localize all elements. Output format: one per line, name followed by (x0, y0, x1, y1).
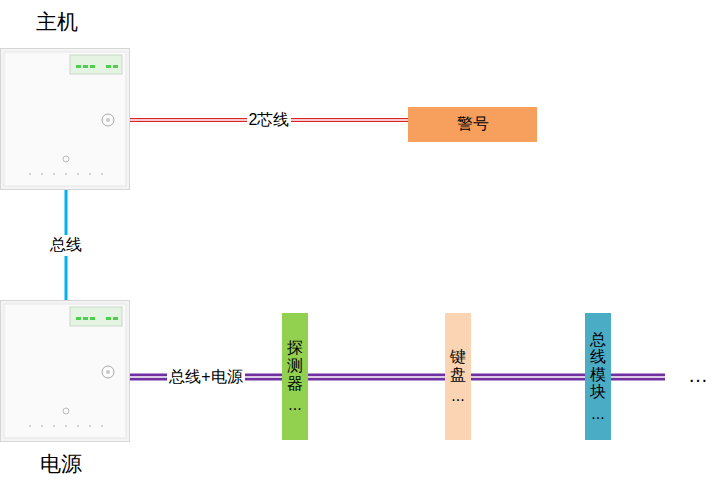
device-body (1, 49, 130, 190)
continuation-mark: … (688, 364, 710, 387)
led (83, 65, 88, 68)
bus-power-cable (308, 377, 445, 378)
device-illustration (0, 48, 130, 190)
vertical-label: 键盘 (450, 348, 466, 383)
led (90, 65, 95, 68)
led-panel (70, 307, 122, 326)
logo-mark (63, 156, 69, 162)
key-hole (106, 370, 110, 374)
device-label: 主机 (36, 8, 78, 36)
logo-dot (101, 173, 103, 175)
logo-dot (41, 173, 43, 175)
power-device: 电源 (0, 300, 130, 442)
led (106, 65, 111, 68)
bus-wire-core (611, 376, 665, 378)
logo-dot (65, 425, 67, 427)
led (76, 317, 81, 320)
bus-wire (611, 374, 665, 381)
led (106, 317, 111, 320)
key-lock (102, 366, 114, 378)
vertical-label: 总线模块 (590, 331, 606, 401)
logo-dot (53, 173, 55, 175)
bus-power-cable (471, 377, 585, 378)
detector-box: 探测器... (282, 313, 308, 440)
led (90, 317, 95, 320)
logo-dot (41, 425, 43, 427)
vertical-label: ... (287, 396, 303, 414)
led-panel (70, 55, 122, 74)
led (76, 65, 81, 68)
bus-module-box: 总线模块... (585, 313, 611, 440)
device-face (4, 304, 126, 438)
cable-core (308, 376, 445, 378)
logo-dot (77, 173, 79, 175)
cable-line (471, 374, 585, 381)
vertical-label: 探测器 (287, 339, 303, 392)
box-label: 警号 (457, 114, 489, 135)
cable-core (471, 376, 585, 378)
vertical-label: ... (450, 387, 466, 405)
logo-dot (65, 173, 67, 175)
logo-dot (89, 173, 91, 175)
logo-dot (29, 173, 31, 175)
cable-label: 2芯线 (247, 110, 292, 131)
led (113, 317, 118, 320)
siren-box: 警号 (408, 107, 537, 142)
device-face (4, 52, 126, 186)
logo-dot (101, 425, 103, 427)
device-label: 电源 (40, 450, 82, 478)
device-illustration (0, 300, 130, 442)
key-lock (102, 114, 114, 126)
logo-dot (29, 425, 31, 427)
logo-dot (89, 425, 91, 427)
keypad-box: 键盘... (445, 313, 471, 440)
logo-dot (53, 425, 55, 427)
led (83, 317, 88, 320)
cable-label: 总线 (48, 235, 84, 256)
cable-label: 总线+电源 (167, 367, 244, 388)
vertical-label: ... (590, 405, 606, 423)
logo-mark (63, 408, 69, 414)
cable-line (308, 374, 445, 381)
device-body (1, 301, 130, 442)
logo-dot (77, 425, 79, 427)
led (113, 65, 118, 68)
key-hole (106, 118, 110, 122)
host-device: 主机 (0, 48, 130, 190)
